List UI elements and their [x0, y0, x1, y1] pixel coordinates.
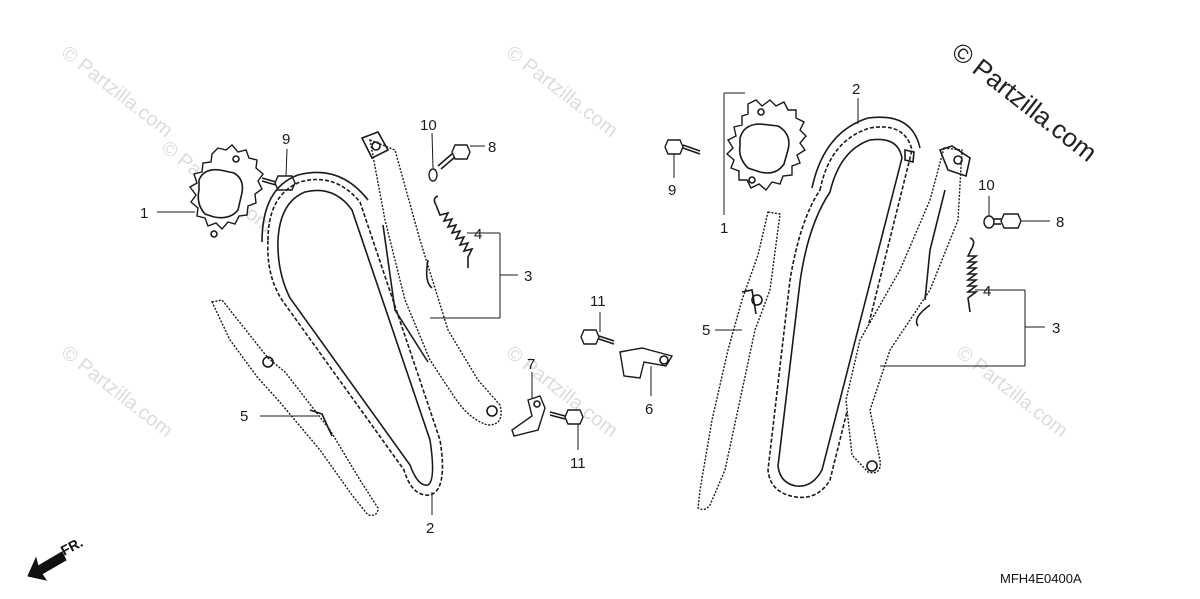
callout-6: 6	[645, 401, 653, 418]
spring-4-left	[425, 195, 474, 289]
callout-4: 4	[474, 226, 482, 243]
watermark: © Partzilla.com	[57, 342, 177, 442]
center-parts: 11 6 7 11	[511, 293, 674, 472]
leader-line	[285, 148, 288, 177]
callout-5: 5	[240, 408, 248, 425]
front-direction-arrow: FR.	[27, 534, 85, 581]
right-assembly: 1 2 3 4 5 8 9 10	[664, 81, 1064, 511]
watermark-main: © Partzilla.com	[946, 36, 1103, 168]
callout-2: 2	[426, 520, 434, 537]
callout-10: 10	[978, 177, 995, 194]
callout-10: 10	[420, 117, 437, 134]
left-assembly: 1 2 3 4 5 8 9 10	[140, 117, 532, 537]
callout-11: 11	[590, 293, 606, 310]
spring-4-right	[915, 237, 979, 327]
watermark: © Partzilla.com	[502, 42, 622, 142]
callout-9: 9	[668, 182, 676, 199]
callout-7: 7	[527, 356, 535, 373]
callout-8: 8	[488, 139, 496, 156]
callout-2: 2	[852, 81, 860, 98]
callout-5: 5	[702, 322, 710, 339]
cam-chain-left	[261, 171, 444, 496]
bolt-8-washer-10-left	[428, 144, 471, 182]
bolt-11-lower	[549, 409, 584, 425]
callout-11: 11	[570, 455, 586, 472]
chain-guide-right	[697, 211, 781, 511]
callout-3: 3	[1052, 320, 1060, 337]
callout-1: 1	[140, 205, 148, 222]
bolt-11-upper	[580, 329, 615, 345]
watermark: © Partzilla.com	[57, 42, 177, 142]
bolt-8-washer-10-right	[983, 213, 1022, 229]
bracket-6	[619, 347, 674, 379]
callout-4: 4	[983, 283, 991, 300]
watermark: © Partzilla.com	[952, 342, 1072, 442]
callout-1: 1	[720, 220, 728, 237]
tensioner-arm-left	[360, 131, 502, 426]
bracket-7	[511, 395, 546, 437]
bolt-9-right	[664, 139, 701, 155]
leader-line	[431, 132, 434, 169]
arrow-icon	[27, 551, 67, 581]
tensioner-arm-right	[845, 145, 971, 474]
callout-9: 9	[282, 131, 290, 148]
cam-chain-right	[767, 116, 921, 499]
chain-guide-left	[210, 299, 379, 517]
drawing-code: MFH4E0400A	[1000, 571, 1082, 586]
cam-sprocket-right	[725, 99, 807, 192]
cam-sprocket-left	[188, 144, 264, 238]
callout-8: 8	[1056, 214, 1064, 231]
callout-3: 3	[524, 268, 532, 285]
